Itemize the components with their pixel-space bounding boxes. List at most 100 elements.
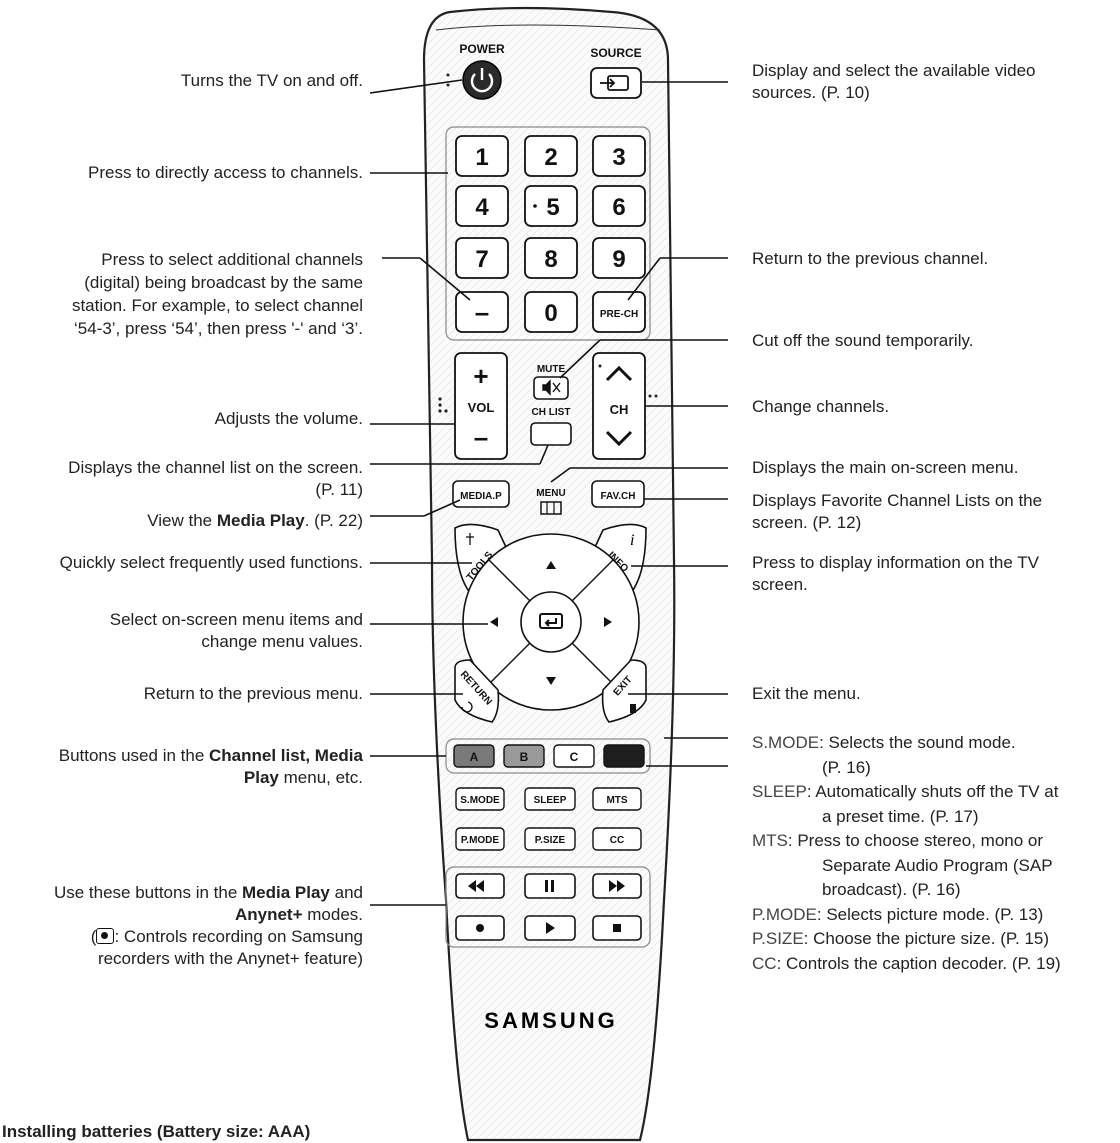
chlist-label: CH LIST	[532, 407, 571, 418]
favch-button[interactable]	[591, 480, 645, 508]
info-description-line: Press to display information on the TV	[752, 553, 1039, 572]
number-pad: 1 2 3 4 5 6 7 8 9	[455, 135, 646, 279]
digit-1-label: 1	[475, 144, 488, 171]
digit-5-button[interactable]	[524, 185, 578, 227]
favch-description: Displays Favorite Channel Lists on the s…	[752, 490, 1042, 534]
sleep-button[interactable]	[524, 787, 576, 811]
smode-term: S.MODE	[752, 733, 820, 752]
vol-label: VOL	[468, 400, 495, 415]
prech-label: PRE-CH	[600, 309, 638, 320]
channel-up-icon	[605, 365, 633, 382]
prech-button[interactable]	[592, 291, 646, 333]
record-icon	[476, 924, 484, 932]
cc-button[interactable]	[592, 827, 642, 851]
mediap-label: MEDIA.P	[460, 491, 502, 502]
volume-rocker[interactable]	[454, 352, 508, 460]
digit-6-label: 6	[612, 194, 625, 221]
return-icon	[461, 701, 473, 713]
digit-2-button[interactable]	[524, 135, 578, 177]
channel-down-icon	[605, 430, 633, 447]
digit-0-button[interactable]	[524, 291, 578, 333]
up-arrow-icon[interactable]	[546, 561, 556, 569]
left-arrow-icon[interactable]	[490, 617, 498, 627]
digits-description: Press to directly access to channels.	[88, 163, 363, 182]
volume-description: Adjusts the volume.	[214, 409, 363, 428]
leader-lines	[369, 79, 728, 906]
function-keys-description: S.MODE: Selects the sound mode. (P. 16) …	[752, 731, 1061, 976]
pmode-label: P.MODE	[461, 835, 499, 846]
mute-button[interactable]	[533, 376, 569, 400]
ch-label: CH	[610, 402, 629, 417]
pmode-button[interactable]	[455, 827, 505, 851]
pause-icon	[545, 880, 554, 892]
digit-4-button[interactable]	[455, 185, 509, 227]
smode-label: S.MODE	[460, 795, 500, 806]
color-b-button[interactable]	[503, 744, 545, 768]
enter-icon	[539, 613, 563, 629]
digit-7-label: 7	[475, 246, 488, 273]
right-arrow-icon[interactable]	[604, 617, 612, 627]
source-description: Display and select the available video s…	[752, 60, 1036, 104]
color-keys-bold: Play	[243, 768, 279, 787]
chlist-button[interactable]	[530, 422, 572, 446]
mediap-description-bold: Media Play	[216, 511, 305, 530]
menu-description: Displays the main on-screen menu.	[752, 458, 1019, 477]
digit-6-button[interactable]	[592, 185, 646, 227]
pause-button[interactable]	[524, 873, 576, 899]
sleep-text: : Automatically shuts off the TV at	[806, 782, 1059, 801]
digit-8-label: 8	[544, 246, 557, 273]
color-c-button[interactable]	[553, 744, 595, 768]
mts-label: MTS	[606, 795, 627, 806]
digit-7-button[interactable]	[455, 237, 509, 279]
digit-8-button[interactable]	[524, 237, 578, 279]
source-button[interactable]	[590, 67, 642, 99]
color-b-label: B	[520, 750, 529, 764]
source-icon	[600, 75, 629, 91]
smode-button[interactable]	[455, 787, 505, 811]
psize-button[interactable]	[524, 827, 576, 851]
digit-9-button[interactable]	[592, 237, 646, 279]
digit-3-button[interactable]	[592, 135, 646, 177]
favch-description-line: Displays Favorite Channel Lists on the	[752, 491, 1043, 510]
mts-text: Separate Audio Program (SAP	[822, 855, 1053, 875]
record-icon-inline	[96, 928, 115, 944]
favch-description-line: screen. (P. 12)	[752, 513, 862, 532]
smode-page: (P. 16)	[822, 757, 871, 777]
nav-description: Select on-screen menu items and change m…	[110, 609, 363, 653]
tools-icon	[466, 533, 474, 545]
info-description: Press to display information on the TV s…	[752, 552, 1039, 596]
mts-term: MTS	[752, 831, 788, 850]
menu-icon[interactable]	[540, 501, 562, 515]
dash-button[interactable]	[455, 291, 509, 333]
cc-term: CC	[752, 953, 777, 973]
digit-1-button[interactable]	[455, 135, 509, 177]
record-note-text: (	[90, 927, 97, 946]
mediap-description-text: . (P. 22)	[304, 511, 363, 530]
number-pad-frame	[445, 126, 651, 341]
mute-icon	[542, 379, 561, 396]
color-keys-text: Buttons used in the	[58, 746, 205, 765]
power-description: Turns the TV on and off.	[180, 71, 363, 90]
source-description-line: Display and select the available video	[752, 61, 1036, 80]
color-keys-bold: Channel list, Media	[209, 746, 363, 765]
chlist-description-line: Displays the channel list on the screen.	[68, 458, 363, 477]
color-keys-description: Buttons used in the Channel list, Media …	[59, 745, 363, 789]
menu-label: MENU	[536, 488, 565, 499]
media-keys-text: and	[334, 883, 363, 902]
play-icon	[546, 922, 555, 934]
sleep-term: SLEEP	[752, 782, 807, 801]
color-a-button[interactable]	[453, 744, 495, 768]
mediap-description: View the Media Play. (P. 22)	[147, 510, 363, 532]
info-description-line: screen.	[752, 575, 808, 594]
color-d-button[interactable]	[603, 744, 645, 768]
media-keys-description: Use these buttons in the Media Play and …	[54, 882, 363, 970]
mediap-button[interactable]	[452, 480, 510, 508]
pmode-text: : Selects picture mode. (P. 13)	[816, 904, 1044, 924]
mts-button[interactable]	[592, 787, 642, 811]
source-description-line: sources. (P. 10)	[752, 83, 870, 102]
psize-label: P.SIZE	[535, 835, 566, 846]
function-keys: S.MODE SLEEP MTS P.MODE P.SIZE CC	[455, 787, 642, 851]
down-arrow-icon[interactable]	[546, 677, 556, 685]
dash-description: Press to select additional channels (dig…	[72, 248, 363, 340]
